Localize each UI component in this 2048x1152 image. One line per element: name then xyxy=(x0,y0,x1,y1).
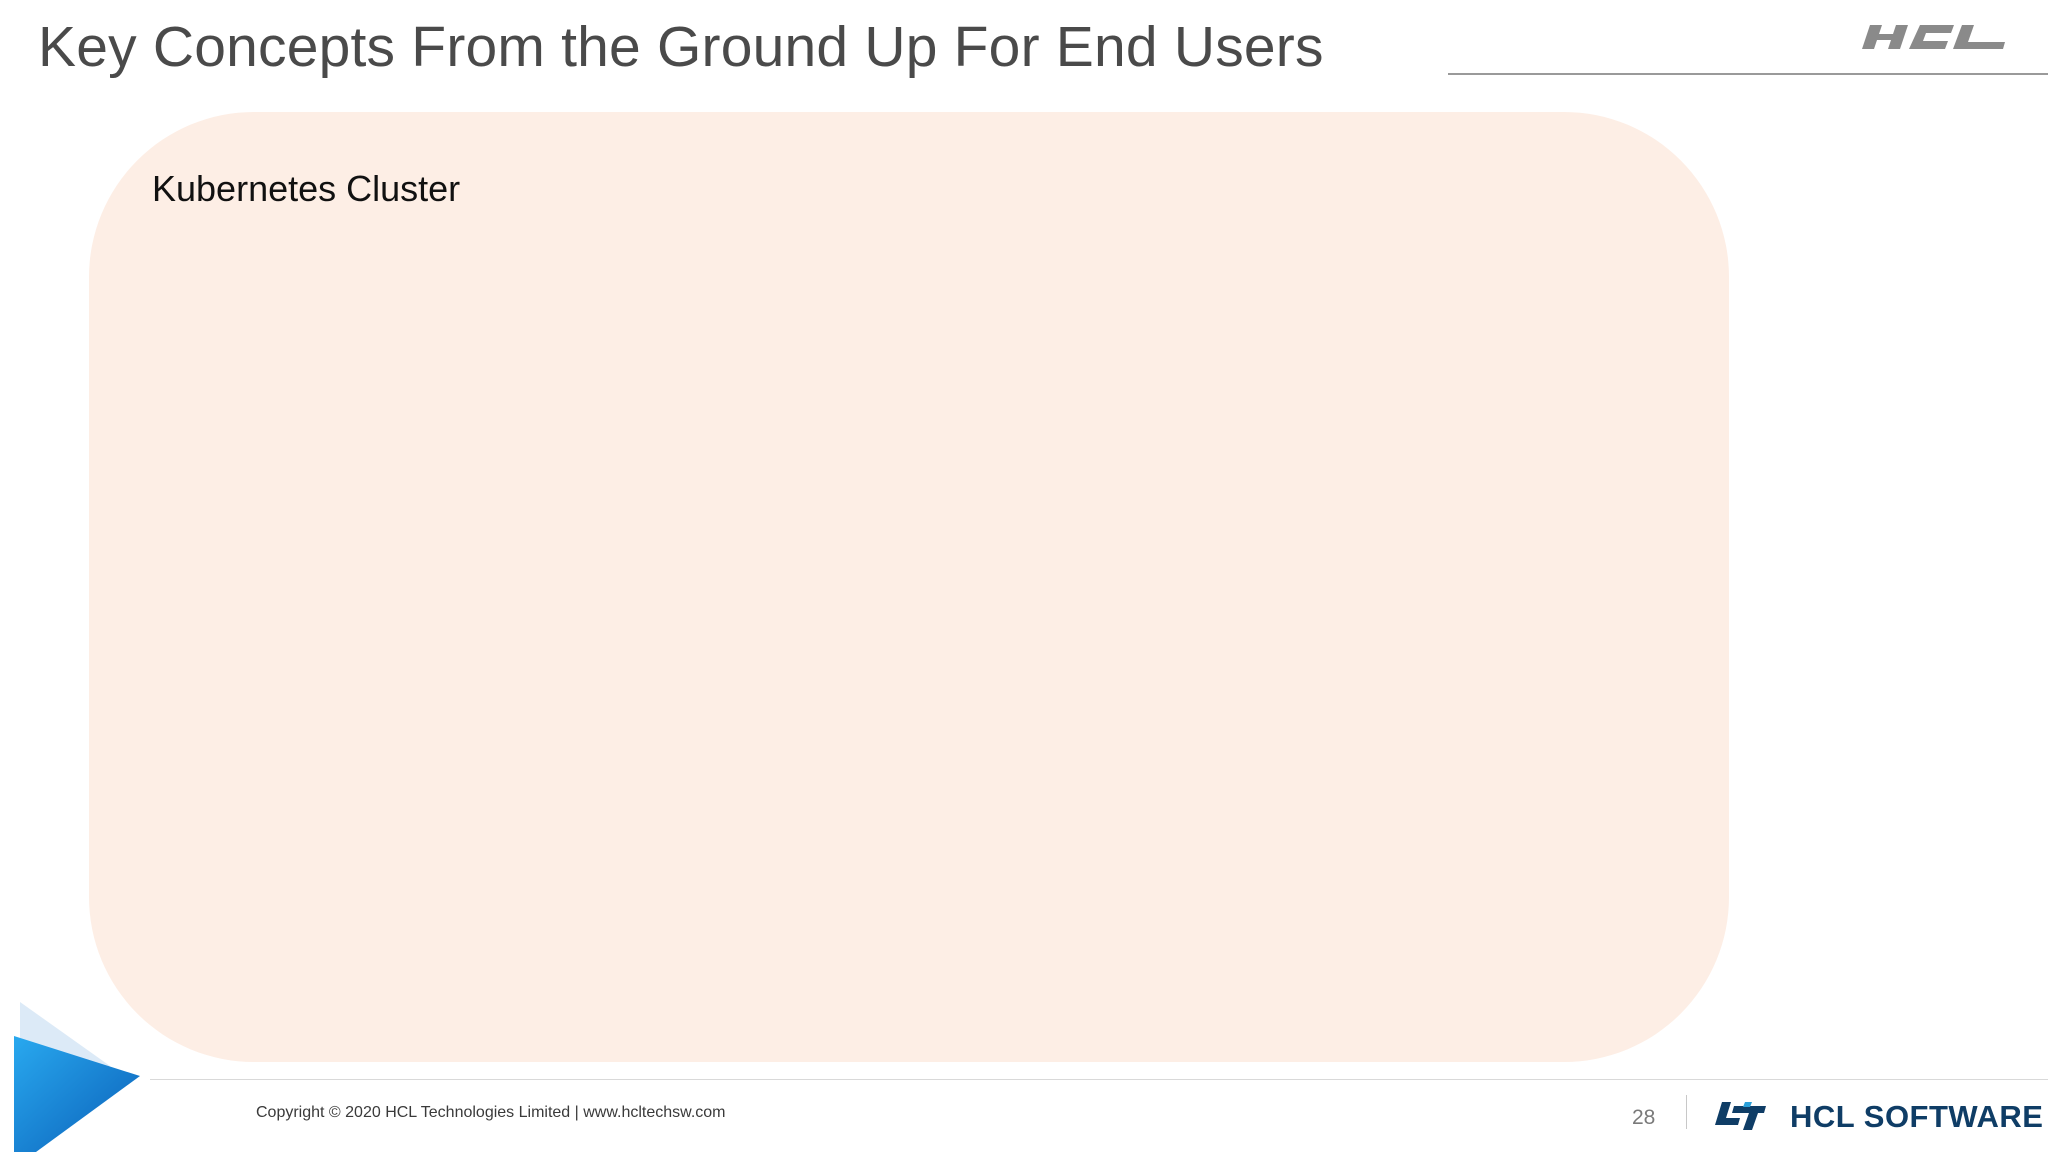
play-triangle-decoration-icon xyxy=(14,1002,140,1152)
slide-title: Key Concepts From the Ground Up For End … xyxy=(38,15,1324,79)
copyright-text: Copyright © 2020 HCL Technologies Limite… xyxy=(256,1104,726,1121)
header-rule xyxy=(1448,73,2048,75)
hcl-logo-icon xyxy=(1862,25,2005,49)
hcl-software-logo-icon xyxy=(1715,1102,1766,1130)
kubernetes-cluster-box xyxy=(89,112,1729,1062)
page-number: 28 xyxy=(1632,1106,1656,1129)
hcl-software-brand: HCL SOFTWARE xyxy=(1790,1099,2044,1134)
footer-divider xyxy=(1686,1095,1687,1129)
footer-rule xyxy=(150,1079,2048,1080)
kubernetes-cluster-label: Kubernetes Cluster xyxy=(152,168,461,209)
